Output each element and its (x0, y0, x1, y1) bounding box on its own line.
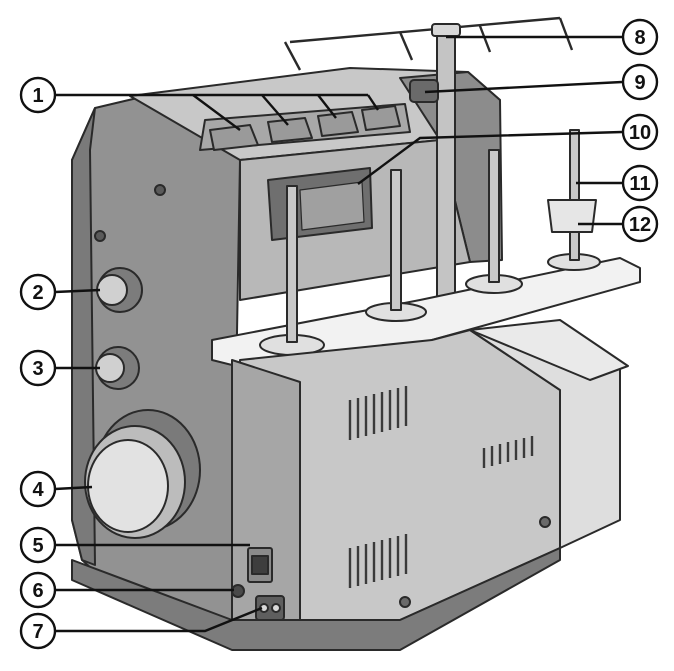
differential-feed-dial (95, 346, 140, 390)
free-arm-top (469, 319, 629, 381)
machine-illustration (71, 16, 641, 651)
leader-10 (357, 130, 623, 185)
callout-10: 10 (621, 113, 659, 151)
leader-1-dial-d (367, 94, 379, 111)
svg-text:9: 9 (634, 72, 645, 94)
left-panel-edge (71, 107, 96, 566)
leader-7 (55, 606, 263, 633)
vent-grille-middle (482, 436, 534, 468)
svg-text:10: 10 (629, 122, 651, 144)
leader-9 (424, 80, 623, 94)
callout-2: 2 (19, 273, 57, 311)
callout-9: 9 (621, 63, 659, 101)
thread-guide-bar (283, 16, 574, 71)
svg-text:5: 5 (32, 535, 43, 557)
decorative-dot-1 (154, 184, 166, 196)
leader-4 (54, 485, 93, 491)
vent-grilles (348, 386, 534, 588)
leader-1-dial-a (192, 94, 241, 131)
leader-lines (54, 35, 623, 633)
spool-pin-1 (286, 185, 298, 343)
thread-stand-cap (431, 23, 461, 37)
svg-text:6: 6 (32, 580, 43, 602)
spool-cap (547, 199, 597, 233)
callout-8: 8 (621, 18, 659, 56)
callout-7: 7 (19, 612, 57, 650)
handwheel (84, 409, 201, 539)
callout-11: 11 (621, 164, 659, 202)
callout-3: 3 (19, 349, 57, 387)
thread-stand-pole (436, 31, 456, 301)
spool-pin-3 (488, 149, 500, 283)
leader-2 (54, 288, 101, 294)
leader-1-dial-b (261, 94, 289, 126)
front-window-inner (299, 181, 365, 231)
spool-pins (259, 129, 601, 356)
screw-1 (539, 516, 551, 528)
leader-1-dial-c (317, 94, 337, 119)
vent-grille-upper (348, 386, 408, 440)
svg-text:8: 8 (634, 27, 645, 49)
svg-text:1: 1 (32, 85, 43, 107)
svg-text:2: 2 (32, 282, 43, 304)
callout-5: 5 (19, 526, 57, 564)
svg-text:3: 3 (32, 358, 43, 380)
callout-6: 6 (19, 571, 57, 609)
tension-dial-1 (209, 124, 259, 151)
screw-2 (399, 596, 411, 608)
svg-text:11: 11 (629, 173, 650, 195)
tension-dial-3 (317, 111, 359, 137)
machine-base (71, 547, 561, 651)
callout-4: 4 (19, 470, 57, 508)
tension-dial-2 (267, 117, 313, 143)
power-switch (247, 547, 273, 583)
decorative-dot-2 (94, 230, 106, 242)
tension-dial-4 (361, 105, 401, 131)
spool-pin-2 (390, 169, 402, 311)
stitch-length-dial (96, 267, 143, 313)
svg-text:7: 7 (32, 621, 43, 643)
callout-12: 12 (621, 205, 659, 243)
callout-1: 1 (19, 76, 57, 114)
spool-pin-4 (569, 129, 580, 261)
svg-text:12: 12 (629, 214, 651, 236)
vent-grille-lower (348, 534, 408, 588)
callout-markers: 1 2 3 4 5 6 7 8 (19, 18, 659, 650)
svg-text:4: 4 (32, 479, 44, 501)
tension-dials (209, 105, 401, 151)
